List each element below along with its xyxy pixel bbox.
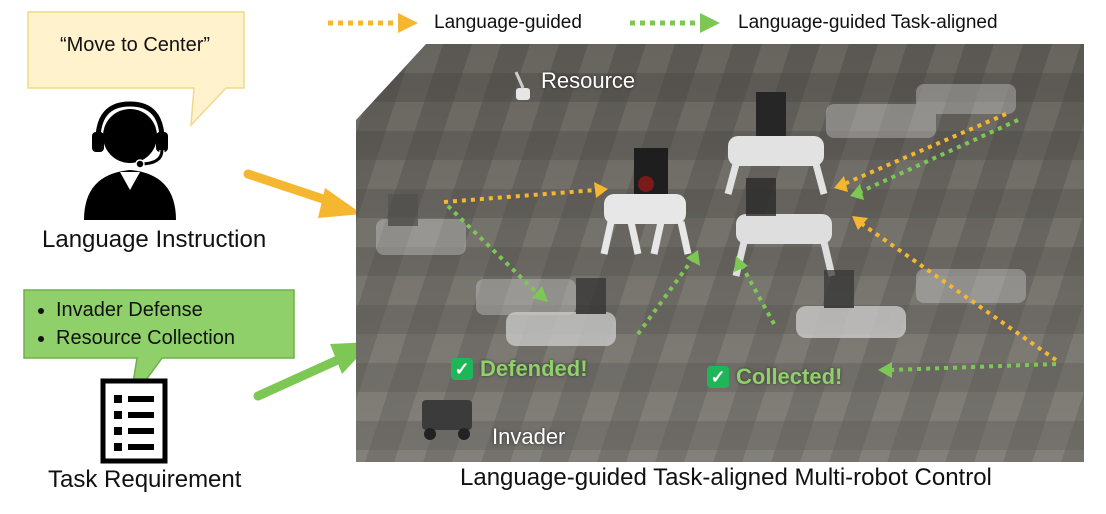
requirement-item: Invader Defense	[56, 296, 292, 324]
legend-language-guided: Language-guided	[434, 12, 582, 33]
user-headset-icon	[84, 101, 176, 220]
scene-photo	[356, 44, 1084, 462]
invader-label: Invader	[492, 424, 566, 449]
checklist-icon	[100, 378, 168, 464]
task-requirement-label: Task Requirement	[48, 466, 242, 493]
legend-orange-arrow	[328, 13, 418, 33]
check-icon: ✓	[707, 366, 729, 388]
legend-task-aligned: Language-guided Task-aligned	[738, 12, 998, 33]
robot-right-center	[732, 178, 836, 277]
resource-label: Resource	[541, 68, 636, 93]
instruction-input-arrow	[243, 169, 362, 218]
robot-defender	[506, 278, 616, 346]
robot-upper-right	[724, 92, 828, 195]
legend-green-arrow	[630, 13, 720, 33]
collected-label: Collected!	[736, 364, 843, 389]
instruction-bubble	[27, 11, 245, 128]
robot-lower-right	[796, 270, 906, 338]
figure-caption: Language-guided Task-aligned Multi-robot…	[460, 464, 992, 491]
resource-marker	[514, 71, 530, 100]
instruction-bubble-text: “Move to Center”	[59, 34, 211, 56]
requirements-list: Invader Defense Resource Collection	[22, 296, 292, 352]
requirement-item: Resource Collection	[56, 324, 292, 352]
defended-label: Defended!	[480, 356, 588, 381]
language-instruction-label: Language Instruction	[42, 226, 267, 253]
robot-center	[600, 148, 692, 255]
invader-robot	[422, 400, 472, 440]
check-icon: ✓	[451, 358, 473, 380]
